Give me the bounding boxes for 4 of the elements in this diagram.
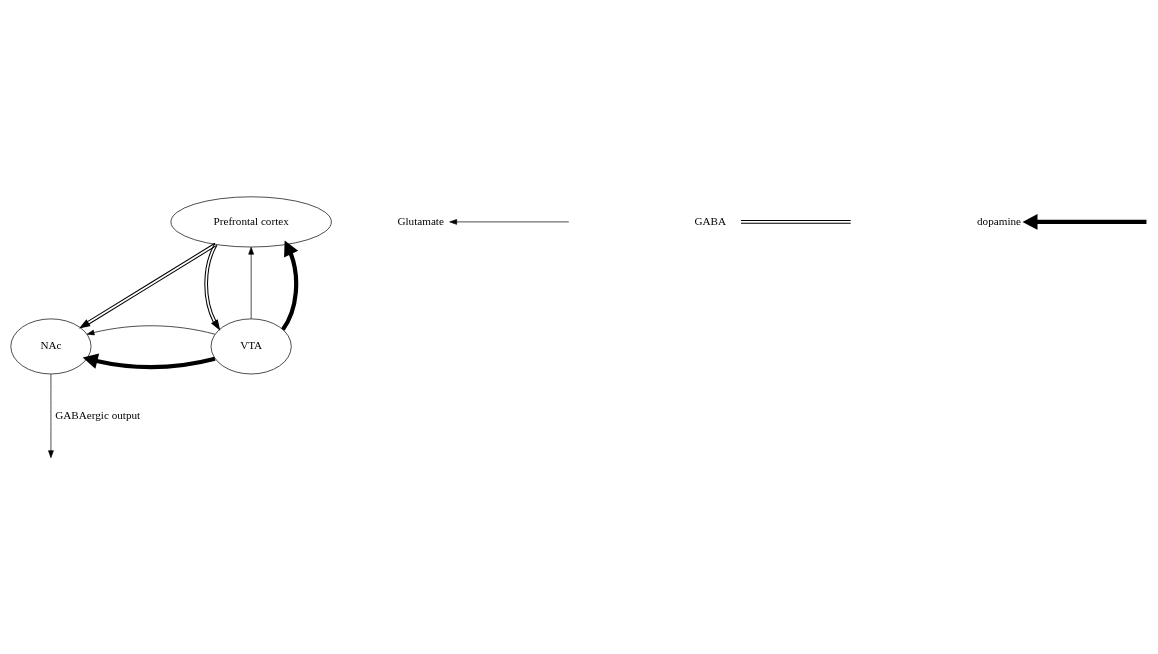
legend-label: dopamine [977, 214, 1022, 227]
legend-label: GABA [694, 214, 727, 227]
legend-label: Glutamate [397, 214, 444, 227]
edge-label: GABAergic output [55, 408, 141, 420]
